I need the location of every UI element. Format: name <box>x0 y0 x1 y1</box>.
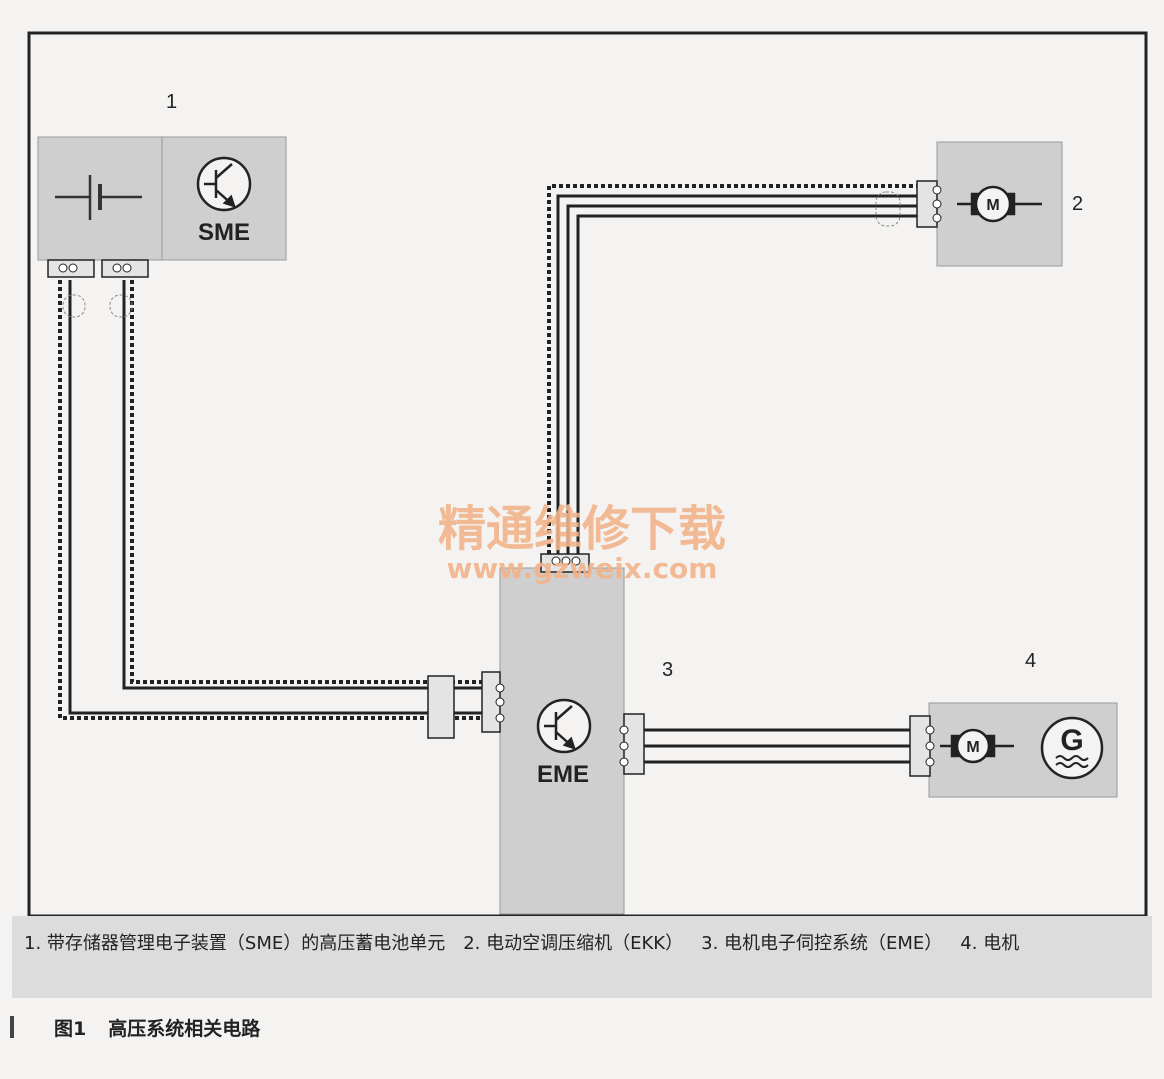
figure-number: 图1 <box>54 1017 87 1040</box>
eme-transistor-icon <box>536 698 592 754</box>
compressor-motor-letter: M <box>986 197 999 214</box>
watermark-url: www.gzweix.com <box>447 552 718 585</box>
label-1: 1 <box>166 91 177 113</box>
label-4: 4 <box>1025 650 1036 672</box>
diagram-frame <box>27 31 1148 916</box>
caption-item-4: 4. 电机 <box>960 933 1020 954</box>
battery-icon <box>55 175 142 220</box>
label-2: 2 <box>1072 193 1083 215</box>
circuit-diagram: SME 1 M 2 <box>27 31 1148 916</box>
eme-label: EME <box>537 761 589 788</box>
caption-item-2: 2. 电动空调压缩机（EKK） <box>463 933 684 954</box>
motor-icon <box>957 185 1042 223</box>
generator-letter: G <box>1060 724 1083 757</box>
sme-label: SME <box>198 219 250 246</box>
battery-unit: SME <box>37 136 287 278</box>
cable-battery-eme <box>58 280 482 739</box>
cable-eme-machine <box>644 728 910 764</box>
figure-title-text: 高压系统相关电路 <box>108 1017 261 1040</box>
caption-legend: 1. 带存储器管理电子装置（SME）的高压蓄电池单元 2. 电动空调压缩机（EKK… <box>12 916 1152 998</box>
machine-motor-letter: M <box>966 739 979 756</box>
caption-item-3: 3. 电机电子伺控系统（EME） <box>701 933 943 954</box>
figure-title: 图1 高压系统相关电路 <box>10 1012 260 1042</box>
caption-item-1: 1. 带存储器管理电子装置（SME）的高压蓄电池单元 <box>24 933 446 954</box>
generator-icon <box>1040 716 1104 780</box>
transistor-icon <box>196 156 252 212</box>
label-3: 3 <box>662 659 673 681</box>
eme-unit: EME <box>481 553 645 915</box>
machine-motor-icon <box>940 728 1014 764</box>
compressor-unit: M <box>916 141 1063 267</box>
watermark-title: 精通维修下载 <box>438 501 726 557</box>
cable-eme-compressor <box>547 184 917 554</box>
electric-machine-unit: M G <box>909 702 1118 798</box>
figure-bar <box>10 1016 14 1038</box>
